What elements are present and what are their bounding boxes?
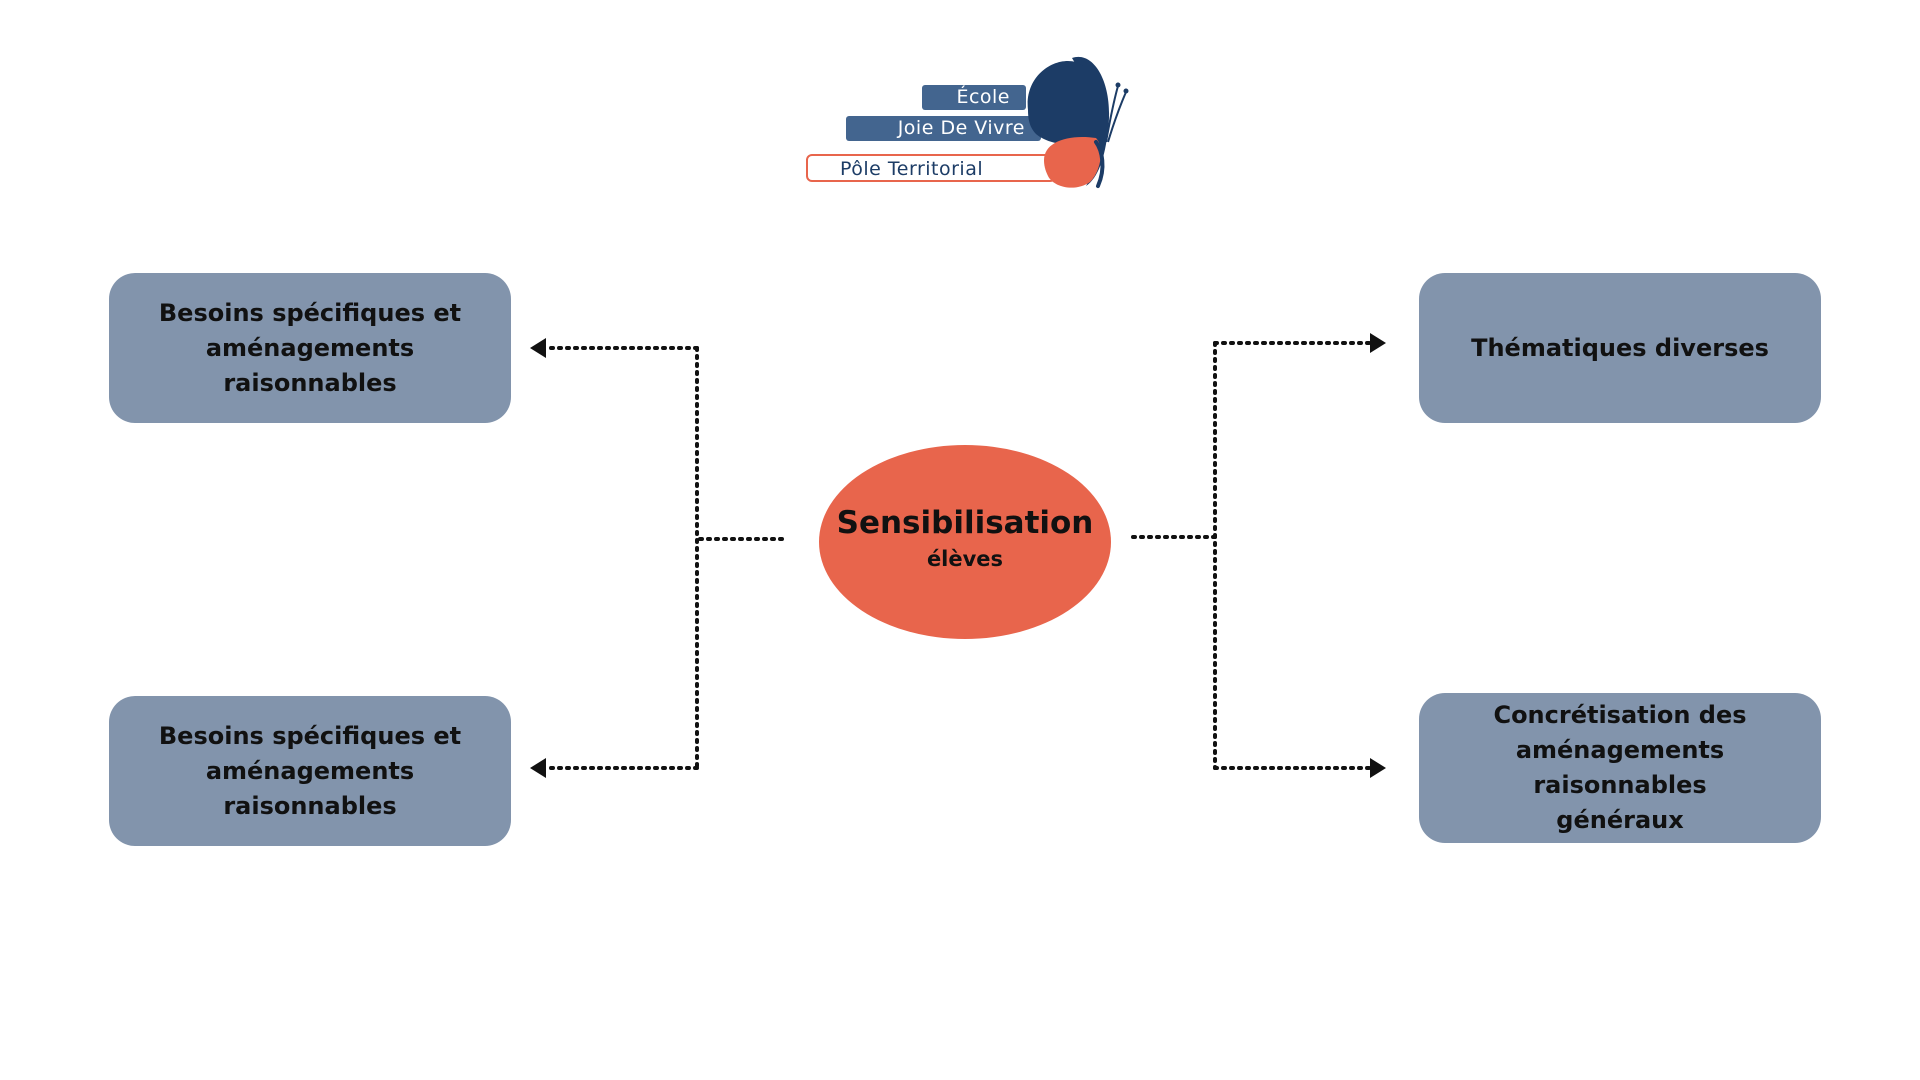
school-logo: École Joie De Vivre Pôle Territorial <box>800 50 1130 190</box>
arrowhead-box-tl <box>530 338 546 358</box>
topic-box-top-right: Thématiques diverses <box>1419 273 1821 423</box>
center-title: Sensibilisation <box>836 505 1094 541</box>
topic-label-bottom-left: Besoins spécifiques et aménagements rais… <box>158 721 462 820</box>
logo-text-joie-de-vivre: Joie De Vivre <box>846 116 1041 141</box>
center-subtitle: élèves <box>926 547 1004 571</box>
arrowhead-box-tr <box>1370 333 1386 353</box>
topic-label-bottom-right: Concrétisation des aménagements raisonna… <box>1493 701 1747 834</box>
arrowhead-box-br <box>1370 758 1386 778</box>
topic-box-bottom-right: Concrétisation des aménagements raisonna… <box>1419 693 1821 843</box>
arrowhead-box-bl <box>530 758 546 778</box>
topic-box-top-left: Besoins spécifiques et aménagements rais… <box>109 273 511 423</box>
butterfly-icon <box>1027 56 1129 188</box>
topic-box-bottom-left: Besoins spécifiques et aménagements rais… <box>109 696 511 846</box>
center-node: Sensibilisation élèves <box>819 445 1111 639</box>
topic-label-top-left: Besoins spécifiques et aménagements rais… <box>158 298 462 397</box>
topic-label-top-right: Thématiques diverses <box>1471 333 1769 362</box>
logo-text-pole-territorial: Pôle Territorial <box>806 154 1056 182</box>
logo-text-ecole: École <box>922 85 1026 110</box>
